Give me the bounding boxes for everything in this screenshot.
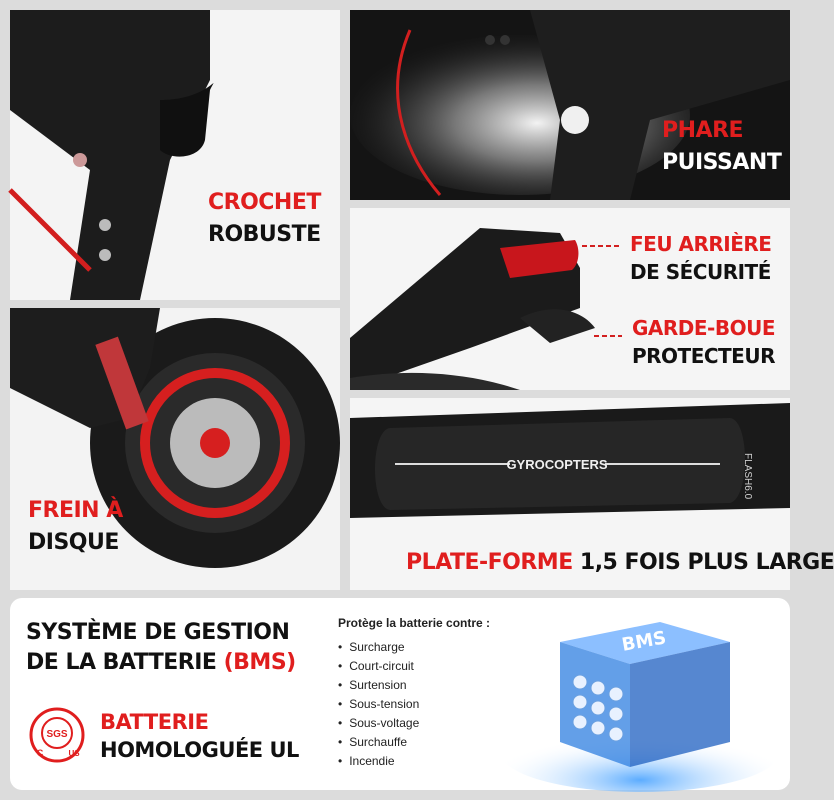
deck-model-label: FLASH6.0 [742,453,753,500]
rear-photo [350,208,790,390]
protection-item: Surcharge [338,638,419,657]
brake-caption-red: FREIN À [28,498,123,523]
protection-item: Incendie [338,752,419,771]
headlight-panel: PHARE PUISSANT [350,10,790,200]
taillight-caption: DE SÉCURITÉ [630,260,771,284]
bms-panel: SYSTÈME DE GESTION DE LA BATTERIE (BMS) … [10,598,790,792]
sgs-logo: SGS C US [28,706,86,764]
hook-photo [8,10,340,300]
deck-panel: GYROCOPTERS FLASH6.0 PLATE-FORME 1,5 FOI… [350,398,834,590]
headlight-caption: PUISSANT [662,150,782,175]
fender-caption: PROTECTEUR [632,344,776,368]
bms-title-prefix: DE LA BATTERIE [26,650,224,675]
bms-title-line1: SYSTÈME DE GESTION [26,620,290,645]
bms-title-highlight: (BMS) [223,650,297,675]
protection-item: Sous-voltage [338,714,419,733]
rear-panel: FEU ARRIÈRE DE SÉCURITÉ GARDE-BOUE PROTE… [350,208,790,390]
brake-photo [10,308,340,590]
deck-caption: PLATE-FORME 1,5 FOIS PLUS LARGE [406,550,834,576]
protection-item: Surchauffe [338,733,419,752]
headlight-photo [350,10,790,200]
sgs-logo-c: C [37,748,44,758]
deck-caption-rest: 1,5 FOIS PLUS LARGE [579,550,834,575]
headlight-caption-red: PHARE [662,118,744,143]
hook-caption-red: CROCHET [208,190,321,215]
brake-caption: DISQUE [28,530,119,555]
battery-caption: HOMOLOGUÉE UL [100,738,299,762]
bms-illustration: BMS [500,622,780,792]
sgs-logo-text: SGS [46,729,67,740]
hook-panel: CROCHET ROBUSTE [8,10,340,300]
protection-list: SurchargeCourt-circuitSurtensionSous-ten… [338,638,419,771]
deck-photo: GYROCOPTERS FLASH6.0 [350,398,790,590]
protection-item: Surtension [338,676,419,695]
bms-title-line2: DE LA BATTERIE (BMS) [26,650,296,676]
sgs-logo-us: US [68,749,80,758]
protection-item: Sous-tension [338,695,419,714]
deck-brand-label: GYROCOPTERS [506,457,607,472]
brake-panel: FREIN À DISQUE [10,308,340,590]
battery-caption-red: BATTERIE [100,710,209,734]
deck-caption-red: PLATE-FORME [406,550,573,575]
fender-caption-red: GARDE-BOUE [632,316,776,340]
taillight-caption-red: FEU ARRIÈRE [630,232,772,256]
protection-item: Court-circuit [338,657,419,676]
protects-label: Protège la batterie contre : [338,616,491,630]
hook-caption: ROBUSTE [208,222,321,247]
